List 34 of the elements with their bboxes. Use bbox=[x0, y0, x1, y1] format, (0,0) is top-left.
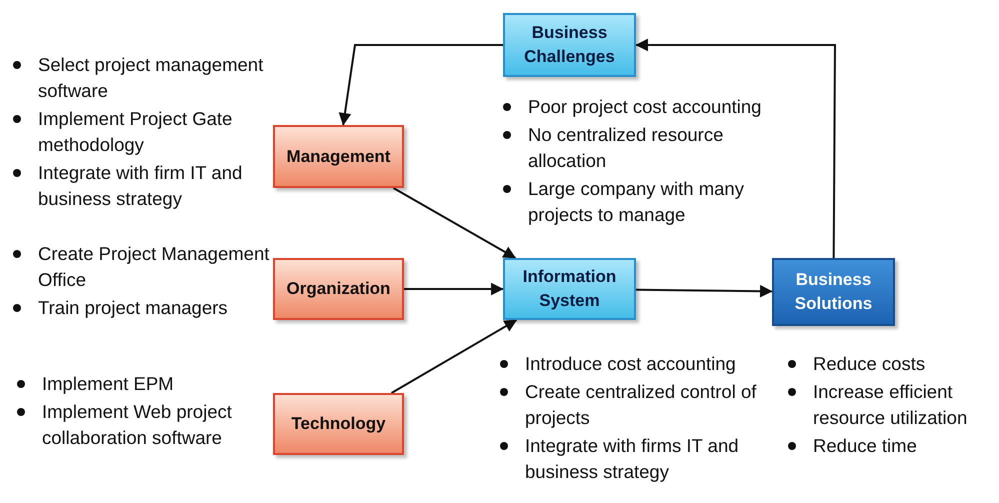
box-label: Management bbox=[286, 146, 390, 168]
process-box bbox=[273, 393, 404, 455]
arrow bbox=[636, 284, 773, 298]
bullet-item: Reduce costs bbox=[785, 351, 999, 377]
process-box bbox=[273, 125, 404, 188]
box-label: Business Challenges bbox=[523, 22, 616, 68]
arrow bbox=[338, 44, 503, 126]
arrow bbox=[635, 38, 836, 258]
process-box bbox=[503, 258, 636, 320]
process-box bbox=[772, 258, 895, 326]
bullet-item: No centralized resource allocation bbox=[500, 122, 800, 174]
bullet-item: Implement EPM bbox=[14, 371, 269, 397]
bullet-item: Implement Project Gate methodology bbox=[10, 106, 265, 158]
bullet-item: Implement Web project collaboration software bbox=[14, 399, 269, 451]
bullet-item: Reduce time bbox=[785, 433, 999, 459]
bullet-item: Increase efficient resource utilization bbox=[785, 379, 999, 431]
bullet-item: Introduce cost accounting bbox=[497, 351, 777, 377]
arrow bbox=[391, 319, 518, 394]
bullet-item: Create Project Management Office bbox=[10, 241, 270, 293]
box-label: Technology bbox=[291, 413, 386, 435]
bullet-item: Train project managers bbox=[10, 295, 270, 321]
process-box bbox=[503, 13, 636, 77]
box-label: Business Solutions bbox=[794, 269, 874, 315]
box-label: Organization bbox=[286, 278, 390, 300]
box-label: Information System bbox=[522, 266, 618, 312]
arrow bbox=[404, 282, 504, 296]
bullet-item: Create centralized control of projects bbox=[497, 379, 777, 431]
bullet-item: Poor project cost accounting bbox=[500, 94, 800, 120]
bullet-item: Integrate with firms IT and business strategy bbox=[497, 433, 777, 485]
bullet-item: Select project management software bbox=[10, 52, 265, 104]
bullet-item: Integrate with firm IT and business strategy bbox=[10, 160, 265, 212]
process-box bbox=[273, 258, 404, 320]
bullet-item: Large company with many projects to manage bbox=[500, 176, 800, 228]
arrow bbox=[392, 187, 516, 259]
